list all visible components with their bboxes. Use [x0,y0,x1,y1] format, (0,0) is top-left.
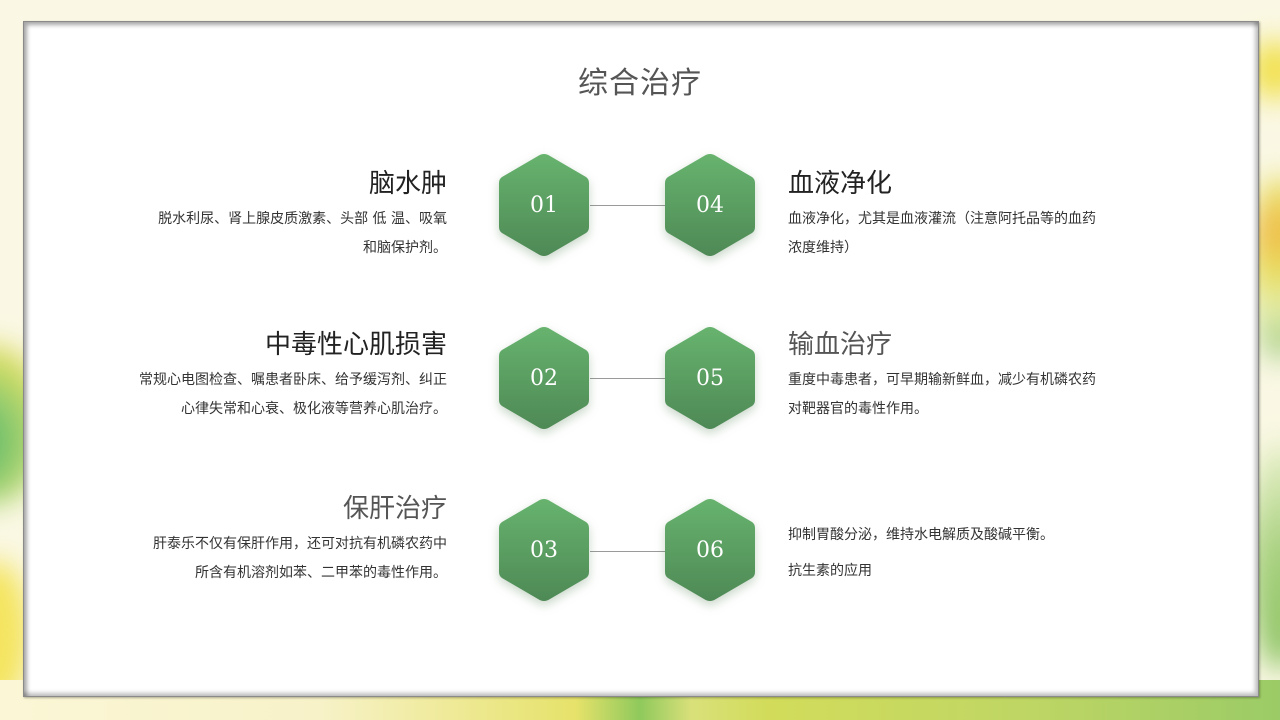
slide-title: 综合治疗 [578,66,702,101]
item-title: 脑水肿 [368,169,447,199]
item-desc-line: 所含有机溶剂如苯、二甲苯的毒性作用。 [195,565,447,581]
treatment-item-06-line-1: 抑制胃酸分泌，维持水电解质及酸碱平衡。 [788,527,1054,543]
hexagon-badge-03: 03 [497,497,591,603]
hexagon-badge-04: 04 [663,152,757,258]
connector-01-04 [590,205,666,206]
hexagon-number: 06 [696,537,724,563]
hexagon-badge-02: 02 [497,325,591,431]
hexagon-shape-icon [665,327,755,429]
hexagon-shape-icon [499,154,589,256]
hexagon-shape-icon [665,499,755,601]
treatment-item-05: 输血治疗 重度中毒患者，可早期输新鲜血，减少有机磷农药 对靶器官的毒性作用。 [788,328,1168,424]
hexagon-shape-icon [499,327,589,429]
hexagon-number: 03 [530,537,558,563]
slide-card [23,21,1259,697]
treatment-item-01: 脑水肿 脱水利尿、肾上腺皮质激素、头部 低 温、吸氧 和脑保护剂。 [67,167,447,263]
treatment-item-03: 保肝治疗 肝泰乐不仅有保肝作用，还可对抗有机磷农药中 所含有机溶剂如苯、二甲苯的… [67,492,447,588]
item-desc-line: 对靶器官的毒性作用。 [788,401,928,417]
hexagon-badge-01: 01 [497,152,591,258]
connector-03-06 [590,551,666,552]
item-title: 保肝治疗 [342,494,447,524]
item-desc-line: 脱水利尿、肾上腺皮质激素、头部 低 温、吸氧 [158,211,447,227]
item-desc-line: 和脑保护剂。 [363,240,447,256]
hexagon-shape-icon [499,499,589,601]
item-title: 血液净化 [788,169,893,199]
hexagon-badge-06: 06 [663,497,757,603]
item-desc-line: 肝泰乐不仅有保肝作用，还可对抗有机磷农药中 [153,536,447,552]
item-title: 中毒性心肌损害 [264,330,447,360]
connector-02-05 [590,378,666,379]
hexagon-badge-05: 05 [663,325,757,431]
hexagon-shape-icon [665,154,755,256]
item-desc-line: 重度中毒患者，可早期输新鲜血，减少有机磷农药 [788,372,1096,388]
item-desc-line: 血液净化，尤其是血液灌流（注意阿托品等的血药 [788,211,1096,227]
item-desc-line: 心律失常和心衰、极化液等营养心肌治疗。 [181,401,447,417]
hexagon-number: 04 [696,192,724,218]
treatment-item-06-line-2: 抗生素的应用 [788,563,872,579]
item-desc-line: 浓度维持） [788,240,858,256]
item-title: 输血治疗 [788,330,893,360]
hexagon-number: 01 [530,192,558,218]
treatment-item-02: 中毒性心肌损害 常规心电图检查、嘱患者卧床、给予缓泻剂、纠正 心律失常和心衰、极… [47,328,447,424]
treatment-item-04: 血液净化 血液净化，尤其是血液灌流（注意阿托品等的血药 浓度维持） [788,167,1168,263]
hexagon-number: 05 [696,365,724,391]
item-desc-line: 常规心电图检查、嘱患者卧床、给予缓泻剂、纠正 [139,372,447,388]
hexagon-number: 02 [530,365,558,391]
